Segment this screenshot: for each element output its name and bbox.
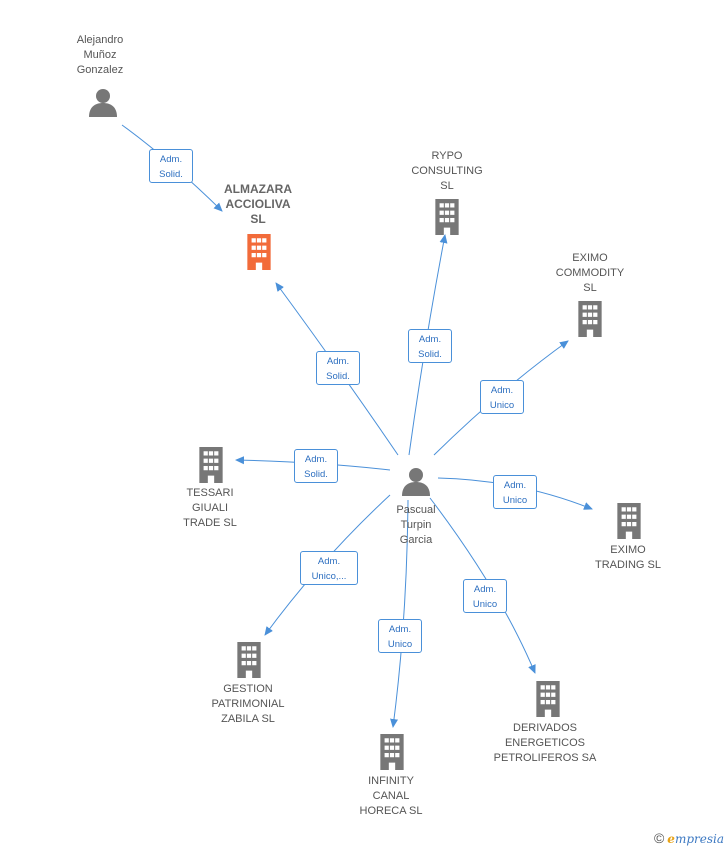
edge-label-pascual-to-eximo_trading[interactable]: Adm. Unico <box>493 475 537 509</box>
copyright-symbol: © <box>653 830 665 846</box>
brand-initial: e <box>667 832 675 846</box>
edge-label-pascual-to-tessari[interactable]: Adm. Solid. <box>294 449 338 483</box>
person-icon-alejandro[interactable] <box>89 89 117 117</box>
edge-label-alejandro-to-almazara[interactable]: Adm. Solid. <box>149 149 193 183</box>
person-icon-pascual[interactable] <box>402 468 430 496</box>
edge-label-pascual-to-rypo[interactable]: Adm. Solid. <box>408 329 452 363</box>
building-icon-tessari[interactable] <box>199 447 223 483</box>
building-icon-rypo[interactable] <box>435 199 459 235</box>
node-label-tessari[interactable]: TESSARI GIUALI TRADE SL <box>183 487 237 529</box>
node-label-eximo_trading[interactable]: EXIMO TRADING SL <box>594 544 661 571</box>
node-label-gestion[interactable]: GESTION PATRIMONIAL ZABILA SL <box>211 683 285 725</box>
edge-label-pascual-to-almazara[interactable]: Adm. Solid. <box>316 351 360 385</box>
building-icon-almazara[interactable] <box>247 234 271 270</box>
node-label-rypo[interactable]: RYPO CONSULTING SL <box>411 150 483 192</box>
edge-pascual-to-infinity <box>390 499 409 728</box>
node-label-almazara[interactable]: ALMAZARA ACCIOLIVA SL <box>224 182 292 226</box>
building-icon-eximo_commodity[interactable] <box>578 301 602 337</box>
icons-layer <box>89 89 641 770</box>
node-label-derivados[interactable]: DERIVADOS ENERGETICOS PETROLIFEROS SA <box>493 722 597 764</box>
edge-label-pascual-to-gestion[interactable]: Adm. Unico,... <box>300 551 358 585</box>
edge-label-pascual-to-eximo_commodity[interactable]: Adm. Unico <box>480 380 524 414</box>
building-icon-eximo_trading[interactable] <box>617 503 641 539</box>
edge-label-pascual-to-derivados[interactable]: Adm. Unico <box>463 579 507 613</box>
building-icon-derivados[interactable] <box>536 681 560 717</box>
node-label-infinity[interactable]: INFINITY CANAL HORECA SL <box>359 775 423 817</box>
footer-brand[interactable]: ©empresia <box>654 830 724 846</box>
node-label-eximo_commodity[interactable]: EXIMO COMMODITY SL <box>555 252 625 294</box>
node-label-pascual[interactable]: Pascual Turpin Garcia <box>396 504 436 546</box>
building-icon-gestion[interactable] <box>237 642 261 678</box>
edge-label-pascual-to-infinity[interactable]: Adm. Unico <box>378 619 422 653</box>
building-icon-infinity[interactable] <box>380 734 404 770</box>
node-label-alejandro[interactable]: Alejandro Muñoz Gonzalez <box>76 34 124 76</box>
brand-name: mpresia <box>674 832 724 846</box>
edges-layer <box>121 124 593 728</box>
